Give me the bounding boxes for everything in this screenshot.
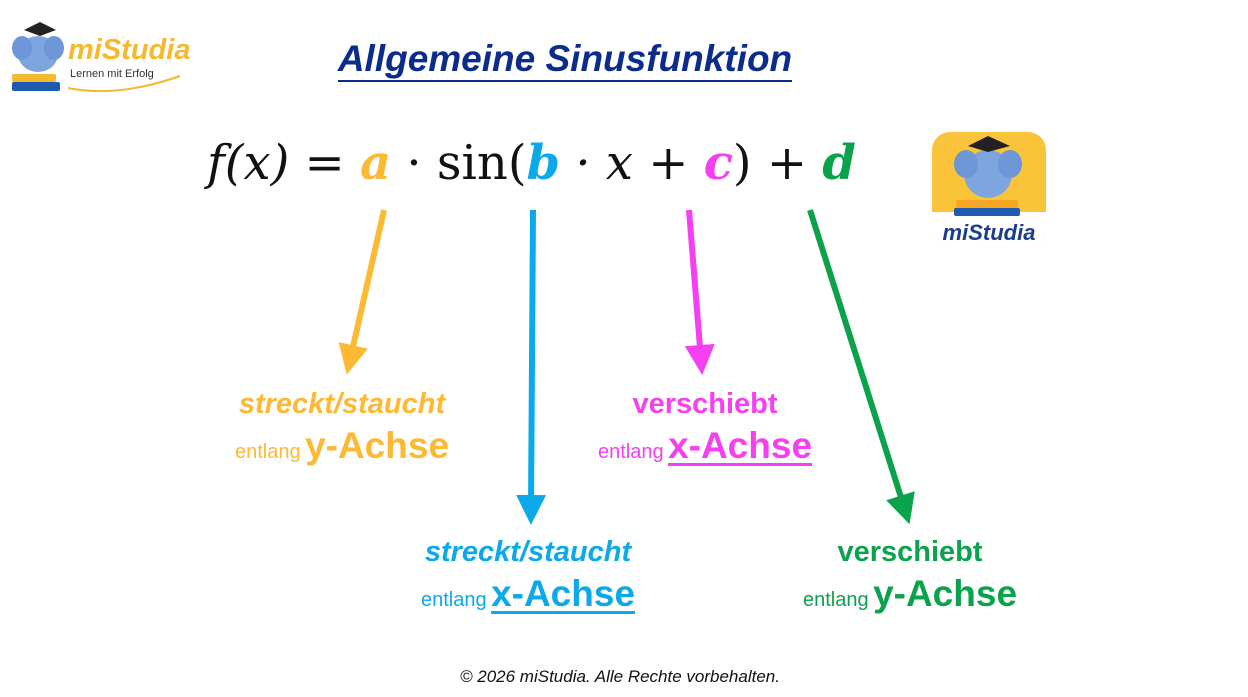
logo-tagline: Lernen mit Erfolg bbox=[70, 68, 154, 80]
arrow-a bbox=[338, 209, 387, 375]
label-a-title: streckt/staucht bbox=[238, 388, 446, 420]
label-d-axis: y-Achse bbox=[873, 573, 1018, 614]
param-a: a bbox=[360, 135, 392, 191]
elephant-logo-icon bbox=[12, 22, 181, 93]
arrow-b bbox=[516, 209, 547, 525]
label-b-prefix: entlang bbox=[420, 589, 487, 611]
label-b-title: streckt/staucht bbox=[424, 536, 632, 568]
label-b: streckt/staucht entlang x-Achse bbox=[358, 536, 698, 615]
formula: f(x) = a · sin(b · x + c) + d bbox=[207, 135, 856, 191]
label-c: verschiebt entlang x-Achse bbox=[535, 388, 875, 467]
label-d-prefix: entlang bbox=[802, 589, 869, 611]
formula-x: · x + bbox=[560, 135, 704, 191]
label-d: verschiebt entlang y-Achse bbox=[740, 536, 1080, 615]
formula-lhs: f(x) = bbox=[207, 135, 361, 191]
label-a: streckt/staucht entlang y-Achse bbox=[172, 388, 512, 467]
label-a-axis: y-Achse bbox=[305, 425, 450, 466]
app-icon-brand: miStudia bbox=[942, 220, 1036, 245]
mistudia-logo: miStudia Lernen mit Erfolg bbox=[8, 18, 191, 98]
label-d-title: verschiebt bbox=[837, 536, 983, 568]
param-b: b bbox=[526, 135, 561, 191]
page-title: Allgemeine Sinusfunktion bbox=[0, 38, 1130, 82]
label-c-prefix: entlang bbox=[597, 441, 664, 463]
elephant-icon bbox=[932, 136, 1046, 248]
mistudia-app-icon: miStudia bbox=[932, 132, 1046, 248]
label-c-axis: x-Achse bbox=[668, 425, 813, 466]
param-d: d bbox=[822, 135, 856, 191]
param-c: c bbox=[703, 135, 733, 191]
arrow-c bbox=[684, 209, 715, 375]
copyright-footer: © 2026 miStudia. Alle Rechte vorbehalten… bbox=[460, 667, 780, 686]
logo-brand: miStudia bbox=[68, 34, 191, 66]
formula-sin: · sin( bbox=[391, 135, 527, 191]
label-a-prefix: entlang bbox=[234, 441, 301, 463]
label-c-title: verschiebt bbox=[632, 388, 778, 420]
arrow-d bbox=[807, 209, 915, 525]
label-b-axis: x-Achse bbox=[491, 573, 636, 614]
formula-close: ) + bbox=[732, 135, 823, 191]
